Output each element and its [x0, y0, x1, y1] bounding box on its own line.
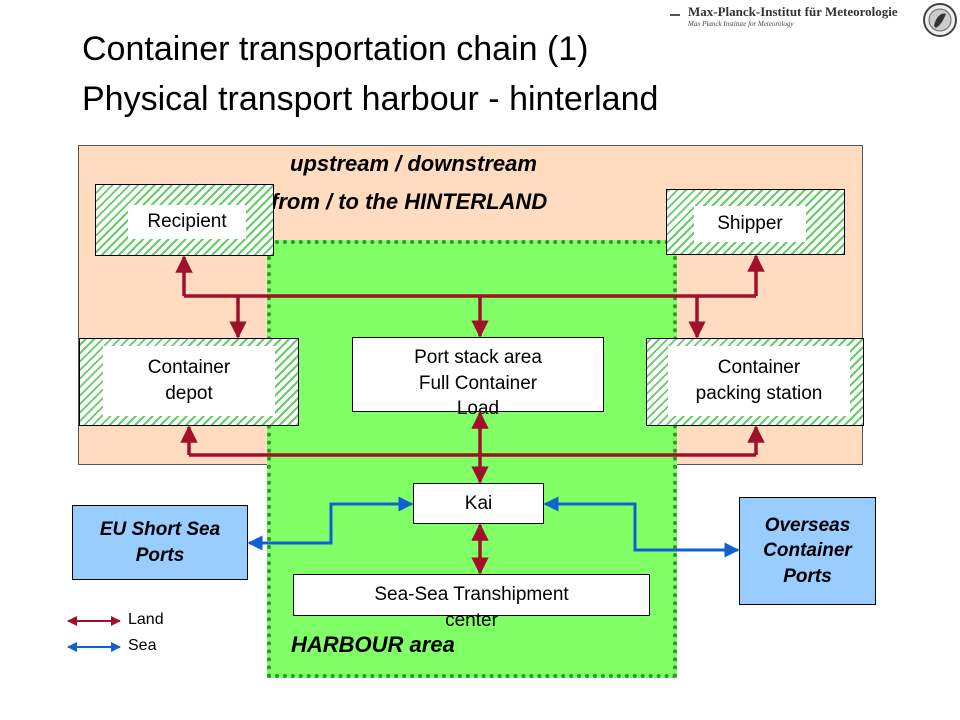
- packing-station-line1: Container: [717, 357, 801, 379]
- transhipment-line1: Sea-Sea Transhipment: [374, 584, 569, 605]
- eu-short-sea-ports-box: EU Short Sea Ports: [72, 505, 248, 580]
- sea-link-eu-ports: [247, 496, 414, 551]
- shipper-label: Shipper: [694, 206, 806, 242]
- sea-link-overseas-ports: [543, 496, 740, 558]
- institute-logo: Max-Planck-Institut für Meteorologie Max…: [670, 2, 898, 36]
- land-connectors: [175, 254, 765, 575]
- transhipment-line2: center: [445, 609, 498, 631]
- hinterland-label-line1: upstream / downstream: [290, 151, 537, 176]
- port-stack-line2: Full Container: [418, 372, 538, 394]
- overseas-ports-line3: Ports: [783, 565, 832, 587]
- container-depot-line1: Container: [147, 357, 231, 379]
- kai-box: Kai: [413, 483, 544, 524]
- packing-station-line2: packing station: [695, 383, 823, 404]
- overseas-ports-line2: Container: [763, 540, 852, 562]
- overseas-ports-line1: Overseas: [764, 514, 851, 536]
- recipient-label: Recipient: [128, 205, 246, 239]
- hinterland-label-line2: from / to the HINTERLAND: [271, 189, 548, 214]
- sea-connectors: [247, 496, 740, 558]
- institute-name: Max-Planck-Institut für Meteorologie: [688, 4, 898, 19]
- institute-subname: Max Planck Institute for Meteorology: [688, 20, 794, 28]
- port-stack-line1: Port stack area: [414, 347, 542, 368]
- title-line-1: Container transportation chain (1): [82, 30, 589, 68]
- port-stack-area-box: Port stack area Full Container Load: [352, 337, 604, 419]
- minerva-emblem-icon: [923, 3, 957, 37]
- eu-ports-line2: Ports: [135, 544, 185, 566]
- title-line-2: Physical transport harbour - hinterland: [82, 80, 659, 118]
- eu-ports-line1: EU Short Sea: [99, 518, 221, 540]
- overseas-container-ports-box: Overseas Container Ports: [739, 497, 876, 605]
- transhipment-center-box: Sea-Sea Transhipment center: [293, 574, 650, 631]
- container-depot-label: Container depot: [103, 346, 275, 416]
- legend-sea-label: Sea: [128, 637, 157, 654]
- legend-land-label: Land: [128, 611, 164, 628]
- container-depot-line2: depot: [165, 383, 213, 404]
- packing-station-label: Container packing station: [668, 346, 850, 416]
- logo-bar: [670, 14, 680, 16]
- harbour-area-label: HARBOUR area: [291, 632, 455, 657]
